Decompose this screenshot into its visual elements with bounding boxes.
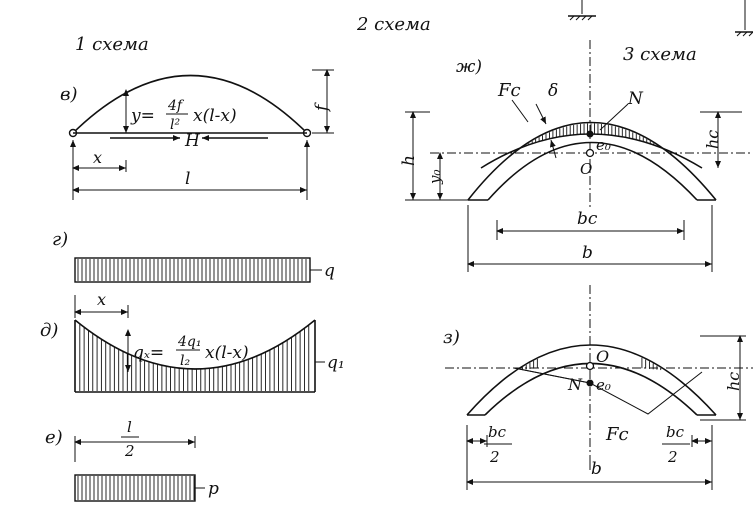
zh-delta-label: δ [548,81,558,101]
z-Fc-label: Fc [605,424,629,445]
panel-label-z: з) [443,327,460,348]
scheme2-caption: 2 схема [356,14,431,35]
zh-Fc-label: Fc [497,80,521,101]
half-span-numerator: l [127,418,132,436]
zh-y0-label: y₀ [426,170,444,186]
zh-bc-label: bc [577,209,598,229]
zh-hc-label: hc [703,130,722,149]
panel-label-e: е) [45,427,63,448]
z-bc-right-numerator: bc [666,423,685,441]
zh-inner-curve [487,141,698,201]
f-label: f [312,102,332,113]
z-b-label: b [591,459,602,479]
top-support-fragment-2 [735,0,753,37]
q-label: q [324,261,335,281]
z-bc-right-denominator: 2 [667,448,678,466]
top-support-fragment-1 [568,0,596,21]
z-point-N [586,379,594,387]
formula-qx-tail: x(l-x) [205,343,249,363]
scheme1-caption: 1 схема [75,34,149,55]
p-label: p [208,479,219,499]
parabolic-load-area [75,320,315,392]
z-e0-label: e₀ [596,376,611,394]
p-load-hatching [77,476,195,500]
z-bc-left-numerator: bc [488,423,507,441]
formula-qx-numerator: 4q₁ [177,334,201,350]
z-hc-label: hc [724,372,743,391]
formula-qx: qₓ= [133,343,164,363]
x-label-d: x [97,290,106,309]
parabolic-load-curve [74,319,316,370]
zh-e0-label: e₀ [596,136,611,154]
z-N-label: N [567,375,583,394]
z-point-O [585,361,595,371]
zh-Fc-leader [511,99,529,123]
H-label: H [184,131,201,151]
zh-point-O [585,148,595,158]
formula-y: y= [130,106,155,126]
formula-y-tail: x(l-x) [193,106,237,126]
zh-delta-arrow-in [535,103,547,125]
panel-label-zh: ж) [456,57,482,77]
parabolic-load-hatching [79,323,310,391]
scheme3-caption: 3 схема [623,44,697,65]
z-outer-curve [466,344,717,416]
formula-y-numerator: 4f [167,98,185,114]
zh-N-leader [599,103,629,131]
zh-O-label: O [580,160,592,178]
zh-h-label: h [399,155,419,166]
zh-outer-curve [467,121,717,201]
q1-label: q₁ [327,353,345,373]
z-O-label: O [596,347,609,366]
panel-label-v: в) [60,84,78,105]
formula-qx-denominator: l₂ [180,353,190,369]
l-label-arch: l [185,169,190,189]
arch-curve [72,74,308,134]
uniform-load-hatching [77,259,307,281]
p-load-block [74,474,196,502]
panel-label-g: г) [52,229,68,250]
formula-y-denominator: l² [170,117,180,133]
z-inner-curve [484,362,698,416]
z-bc-left-denominator: 2 [489,448,500,466]
half-span-denominator: 2 [124,442,135,460]
zh-delta-arrow-out [549,139,557,159]
zh-b-label: b [582,243,593,263]
z-left-chord [513,367,591,384]
x-label-arch: x [93,148,102,167]
zh-N-label: N [627,89,644,109]
panel-label-d: д) [40,320,58,341]
